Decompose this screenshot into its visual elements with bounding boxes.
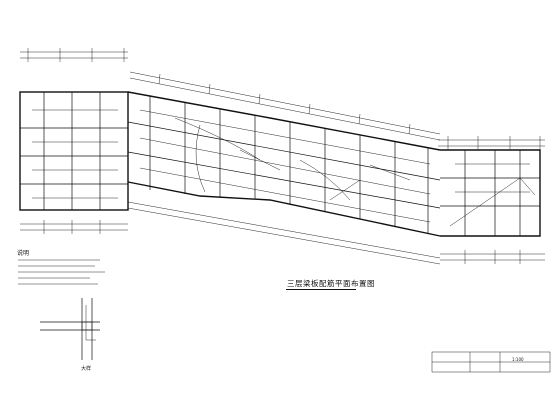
top-dimension-lines-left <box>20 48 128 62</box>
main-body-outline <box>127 91 441 237</box>
title-block-scale: 1:100 <box>512 357 524 362</box>
notes-label: 说明 <box>17 250 30 257</box>
bottom-dimension-lines <box>20 201 545 265</box>
notes-lines <box>18 259 105 285</box>
top-dimension-lines-right <box>438 136 545 150</box>
detail-label: 大样 <box>81 366 92 372</box>
top-dimension-lines-slanted <box>129 71 441 141</box>
title-block <box>431 351 551 373</box>
left-wing-outline <box>19 91 129 211</box>
title-underline <box>286 289 356 290</box>
right-wing-outline <box>440 149 541 237</box>
detail-drawing <box>40 298 100 360</box>
drawing-title: 三层梁板配筋平面布置图 <box>287 279 375 288</box>
